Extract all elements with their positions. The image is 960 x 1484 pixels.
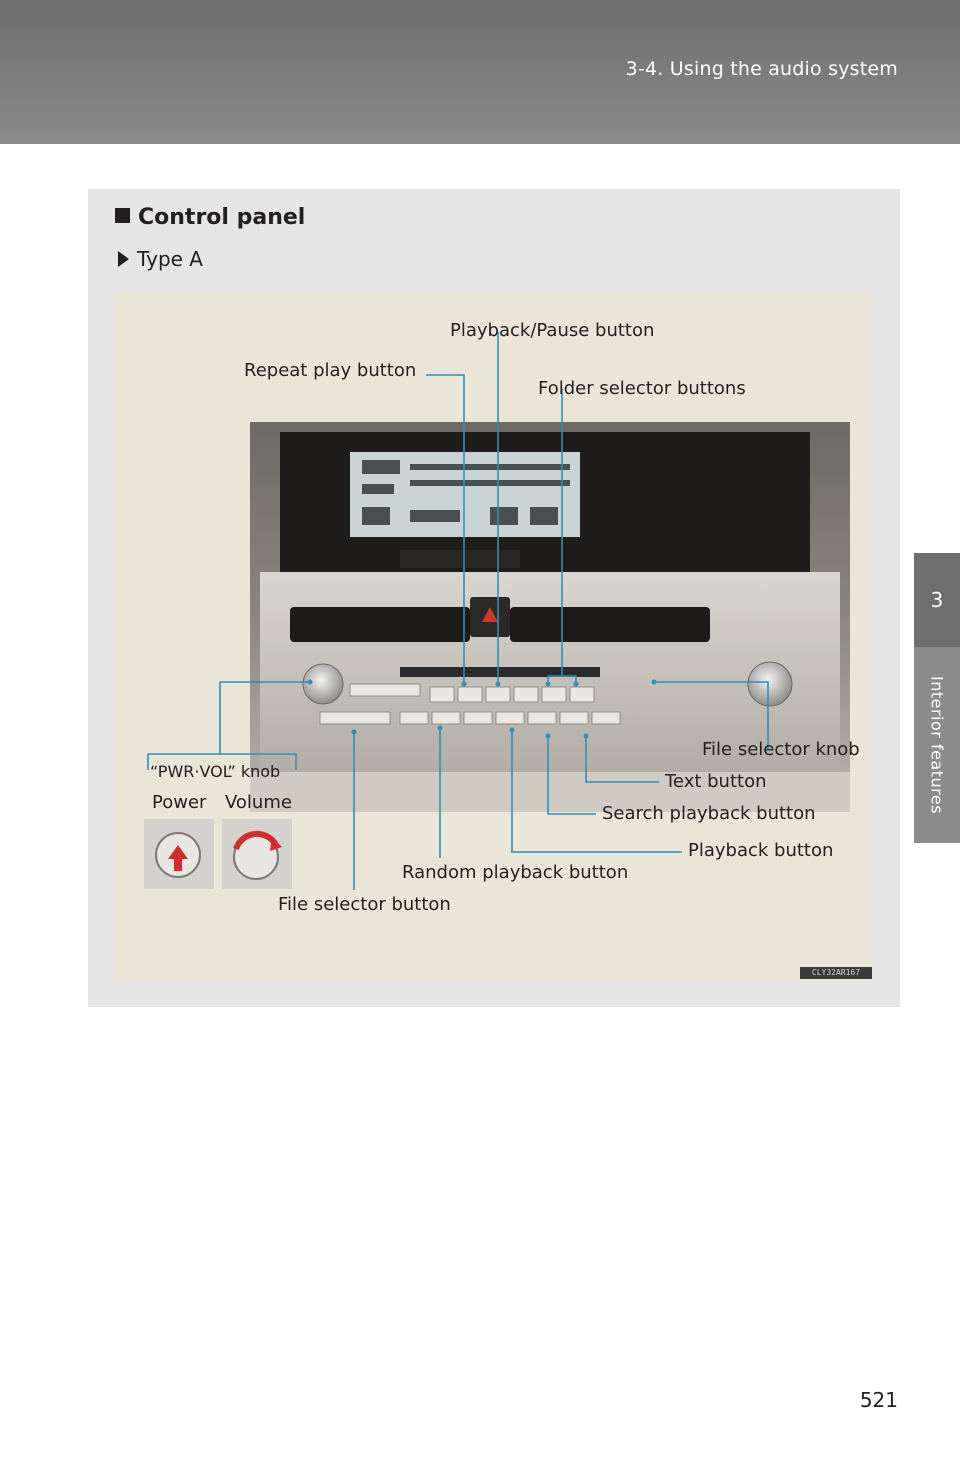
label-search-playback: Search playback button	[602, 803, 816, 824]
triangle-bullet-icon	[118, 251, 129, 267]
label-repeat-play: Repeat play button	[244, 360, 417, 381]
section-title-text: Control panel	[138, 205, 306, 230]
callout-lines	[147, 332, 769, 890]
dashboard-photo	[250, 422, 850, 812]
section-title: Control panel	[115, 205, 305, 230]
label-playback: Playback button	[688, 840, 834, 861]
power-press-icon	[144, 819, 214, 889]
square-bullet-icon	[115, 208, 130, 223]
control-panel-figure: Playback/Pause button Repeat play button…	[114, 292, 872, 982]
subtype-heading: Type A	[118, 247, 203, 271]
callout-folder-selector	[547, 389, 563, 684]
volume-rotate-icon	[222, 819, 292, 889]
chapter-number: 3	[914, 553, 960, 647]
page-number: 521	[859, 1388, 898, 1412]
callout-search	[547, 736, 596, 815]
callout-pwr-vol	[147, 681, 310, 770]
power-inset	[144, 819, 214, 889]
dashboard-illustration	[250, 422, 850, 812]
label-file-selector-button: File selector button	[278, 894, 451, 915]
label-text-button: Text button	[665, 771, 767, 792]
callout-text	[585, 736, 659, 783]
header-title: 3-4. Using the audio system	[625, 58, 898, 80]
label-file-selector-knob: File selector knob	[702, 739, 860, 760]
image-code: CLY32AR167	[800, 967, 872, 979]
callout-pwr-vol-right	[220, 753, 297, 770]
label-pwr-vol-knob: “PWR·VOL” knob	[150, 762, 281, 781]
callout-folder-selector-right	[562, 675, 577, 684]
label-folder-selector: Folder selector buttons	[538, 378, 746, 399]
chapter-label: Interior features	[927, 675, 947, 815]
label-power: Power	[152, 792, 207, 813]
label-volume: Volume	[225, 792, 292, 813]
callout-playback	[511, 730, 682, 853]
subtype-text: Type A	[137, 247, 203, 271]
callout-file-knob	[654, 681, 769, 750]
callout-repeat-play	[426, 374, 465, 684]
header-band	[0, 0, 960, 144]
label-playback-pause: Playback/Pause button	[450, 320, 655, 341]
label-random-playback: Random playback button	[402, 862, 629, 883]
volume-inset	[222, 819, 292, 889]
